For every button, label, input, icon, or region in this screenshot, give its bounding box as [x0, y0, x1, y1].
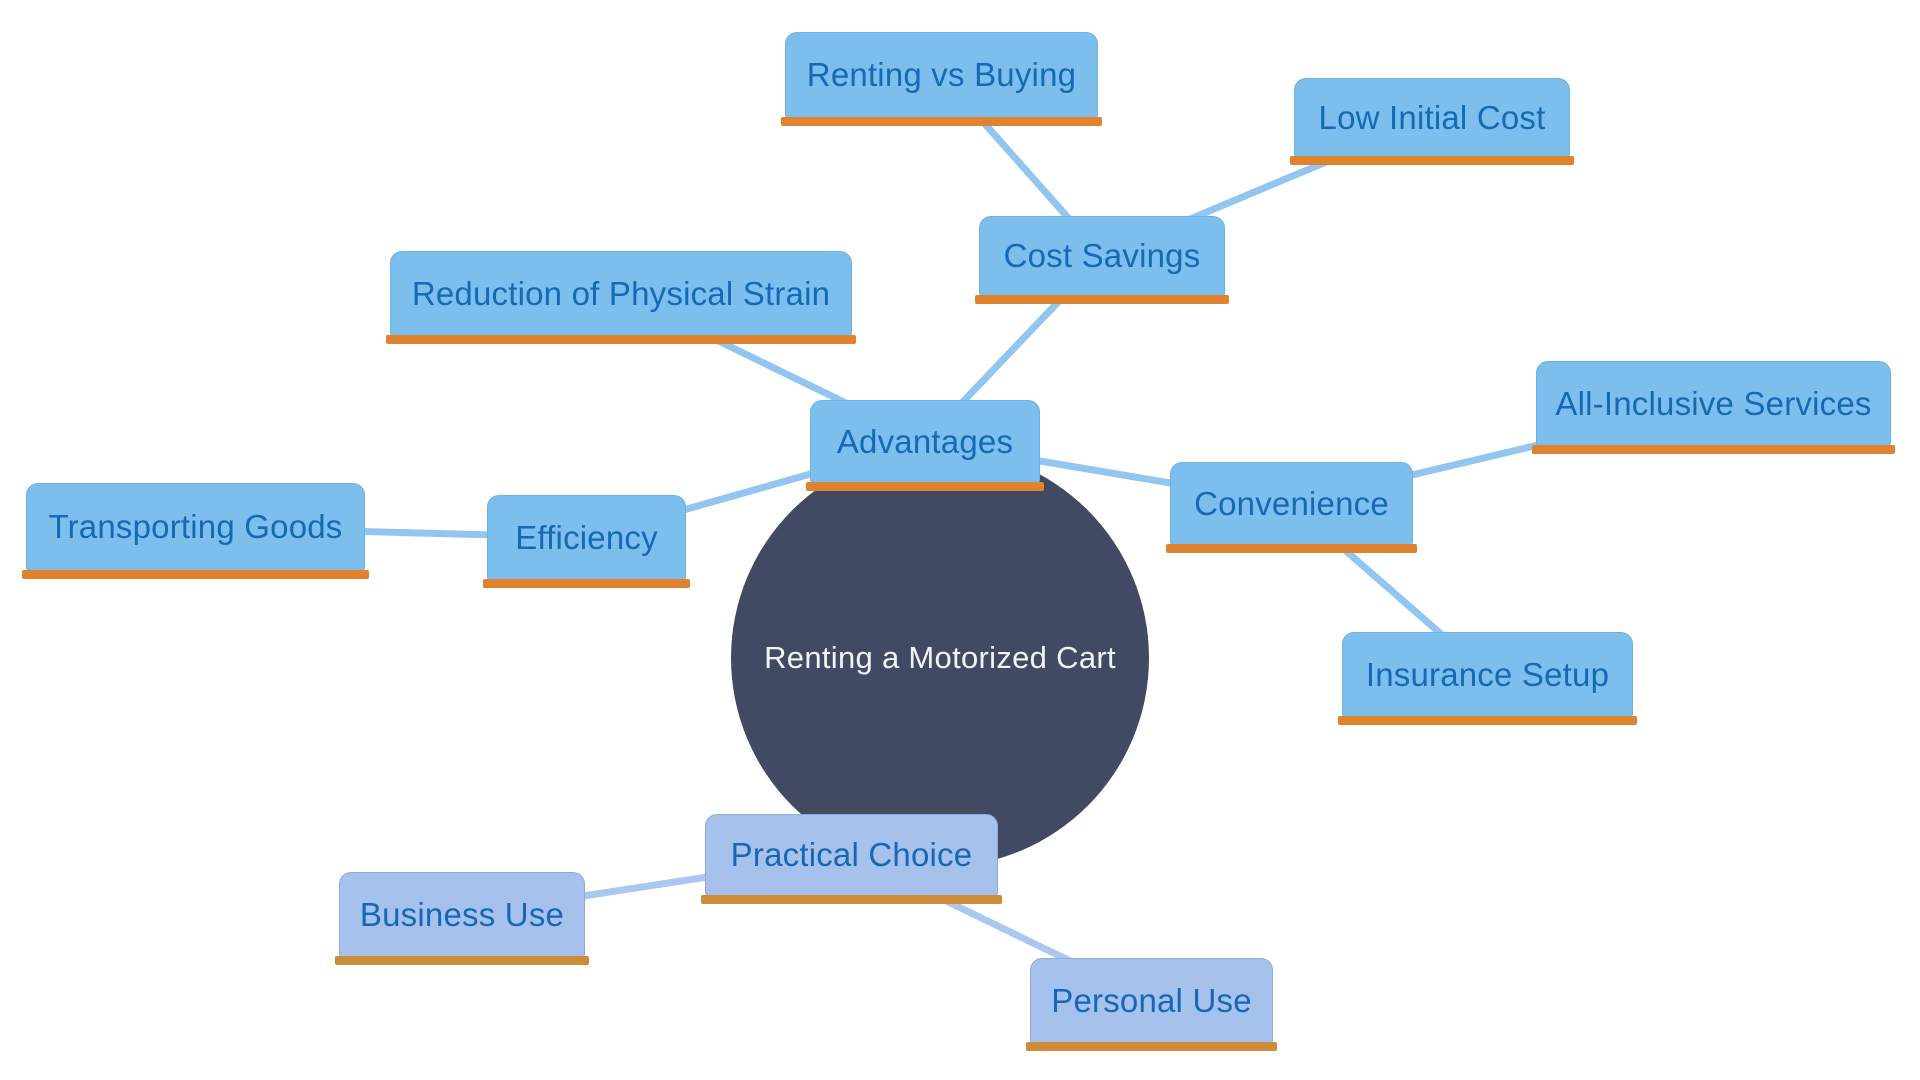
- node-label: Advantages: [836, 422, 1014, 460]
- node-label: All-Inclusive Services: [1555, 384, 1872, 422]
- node-label: Practical Choice: [730, 836, 973, 873]
- node-underline: [781, 117, 1102, 126]
- node-label: Cost Savings: [1003, 237, 1201, 274]
- node-label: Insurance Setup: [1365, 655, 1610, 693]
- central-topic-circle: [731, 449, 1149, 867]
- node-business-use: Business Use: [335, 872, 589, 965]
- node-underline: [335, 956, 589, 965]
- node-underline: [1026, 1042, 1277, 1051]
- node-label: Personal Use: [1051, 981, 1252, 1019]
- node-cost-savings: Cost Savings: [975, 216, 1229, 304]
- node-low-initial-cost: Low Initial Cost: [1290, 78, 1574, 165]
- node-underline: [22, 570, 369, 579]
- node-efficiency: Efficiency: [483, 495, 690, 588]
- node-underline: [806, 482, 1044, 491]
- node-underline: [1338, 716, 1637, 725]
- node-insurance-setup: Insurance Setup: [1338, 632, 1637, 725]
- node-label: Renting vs Buying: [806, 56, 1077, 93]
- node-label: Efficiency: [515, 518, 658, 556]
- node-label: Business Use: [359, 895, 565, 933]
- node-underline: [1166, 544, 1417, 553]
- node-all-inclusive-services: All-Inclusive Services: [1532, 361, 1895, 454]
- node-label: Low Initial Cost: [1318, 98, 1546, 136]
- node-label: Transporting Goods: [48, 508, 343, 545]
- node-underline: [975, 295, 1229, 304]
- node-personal-use: Personal Use: [1026, 958, 1277, 1051]
- node-renting-vs-buying: Renting vs Buying: [781, 32, 1102, 126]
- node-underline: [386, 335, 856, 344]
- node-advantages: Advantages: [806, 400, 1044, 491]
- node-transporting-goods: Transporting Goods: [22, 483, 369, 579]
- node-practical-choice: Practical Choice: [701, 814, 1002, 904]
- node-reduction-physical-strain: Reduction of Physical Strain: [386, 251, 856, 344]
- node-underline: [483, 579, 690, 588]
- node-underline: [701, 895, 1002, 904]
- node-label: Convenience: [1194, 484, 1389, 522]
- node-underline: [1532, 445, 1895, 454]
- node-label: Reduction of Physical Strain: [411, 274, 831, 312]
- central-topic-label: Renting a Motorized Cart: [764, 640, 1116, 675]
- node-underline: [1290, 156, 1574, 165]
- node-convenience: Convenience: [1166, 462, 1417, 553]
